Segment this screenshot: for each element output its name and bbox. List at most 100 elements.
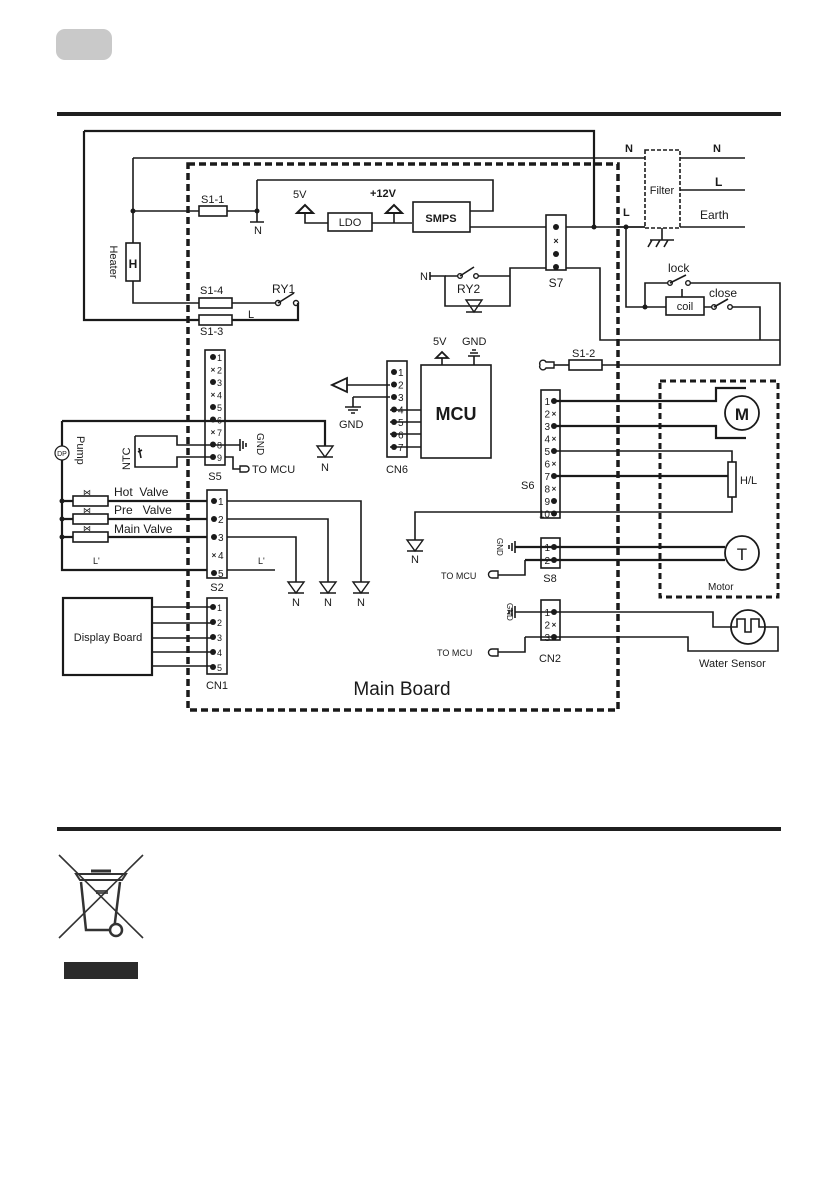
vcc-5v-icon xyxy=(294,203,316,214)
pump-wire xyxy=(62,419,327,446)
junction xyxy=(591,224,597,230)
triac-icon xyxy=(315,445,335,459)
cn2-label: CN2 xyxy=(539,653,561,665)
relay-contact xyxy=(685,280,692,287)
cn6-power-wires xyxy=(345,384,390,414)
pin-number: 4 xyxy=(544,435,550,446)
pump-dp-label: DP xyxy=(57,451,67,458)
ground-icon xyxy=(508,541,516,553)
cn2-mcu-wire xyxy=(498,637,526,653)
weee-bar xyxy=(64,962,138,979)
display-board-box xyxy=(61,596,154,677)
ry2-n-label: N xyxy=(420,271,428,283)
pin xyxy=(391,431,397,438)
cn1-wires xyxy=(152,606,212,667)
pin xyxy=(391,369,397,375)
main-valve-coil xyxy=(72,531,109,543)
pin-number: 1 xyxy=(544,543,550,554)
pin-number: 1 xyxy=(398,368,404,379)
pin xyxy=(211,516,217,522)
pin xyxy=(391,406,397,413)
pin xyxy=(553,224,559,230)
close-wire xyxy=(704,306,761,340)
pin xyxy=(211,570,217,576)
pin xyxy=(551,473,557,479)
l-prime-left: L' xyxy=(93,556,100,566)
pin-number: 3 xyxy=(544,633,550,644)
s5-mcu-wire xyxy=(225,456,240,470)
filter-box xyxy=(644,149,681,229)
pin-number: 5 xyxy=(398,418,404,429)
hl-wire xyxy=(414,450,733,540)
display-board-label: Display Board xyxy=(74,632,142,644)
ry2-wire xyxy=(429,267,546,307)
earth-label: Earth xyxy=(700,208,729,222)
heater-symbol: H xyxy=(129,257,138,271)
pin-number: 3 xyxy=(217,378,222,388)
s8-gnd-label: GND xyxy=(495,538,504,556)
pin-nc: × xyxy=(211,391,216,400)
ry1-label: RY1 xyxy=(272,282,295,296)
bottom-divider xyxy=(57,827,781,831)
cn6-mcu-wires xyxy=(390,409,421,448)
pump-label: Pump xyxy=(74,436,86,465)
hot-valve-label: Hot Valve xyxy=(114,485,169,499)
pin xyxy=(211,498,217,504)
pin-number: 1 xyxy=(217,603,222,613)
s1-4-label: S1-4 xyxy=(200,285,223,297)
heater-wire-bottom xyxy=(132,281,199,304)
pin xyxy=(551,498,557,504)
pin xyxy=(551,423,557,429)
valve-icon: ⋈ xyxy=(83,506,91,515)
motor-m-label: M xyxy=(735,405,749,424)
vcc-icon xyxy=(329,376,348,394)
mcu-label: MCU xyxy=(436,404,477,424)
triac-n-label: N xyxy=(324,597,332,609)
plug-icon xyxy=(538,359,555,371)
fuse-s1-2 xyxy=(568,359,603,371)
pump-symbol xyxy=(54,445,70,461)
ry1-switch xyxy=(277,292,295,304)
cn1-label: CN1 xyxy=(206,680,228,692)
s8-to-mcu-label: TO MCU xyxy=(441,571,476,581)
pin-nc: × xyxy=(552,460,557,469)
pin-nc: × xyxy=(211,366,216,375)
l-label: L xyxy=(248,309,254,321)
s8-mcu-wire xyxy=(498,560,526,576)
main-board-outline xyxy=(186,162,620,712)
triac-n-label: N xyxy=(292,597,300,609)
valve-icon: ⋈ xyxy=(83,488,91,497)
pin xyxy=(553,264,559,270)
pin-number: 5 xyxy=(218,569,224,580)
mcu-box xyxy=(420,364,492,459)
pin xyxy=(210,604,216,610)
s1-2-label: S1-2 xyxy=(572,348,595,360)
pin-number: 4 xyxy=(398,406,404,417)
triac-icon xyxy=(464,299,484,314)
pin-number: 4 xyxy=(217,648,222,658)
triac-icon xyxy=(351,581,371,595)
relay-contact xyxy=(274,299,282,307)
cn2-gnd-label: GND xyxy=(505,603,514,621)
connector-cn6 xyxy=(386,360,408,458)
relay-contact xyxy=(667,280,674,287)
ntc-resistor-icon xyxy=(137,447,143,459)
pin-nc: × xyxy=(552,410,557,419)
pin-nc: × xyxy=(553,236,558,246)
pin xyxy=(210,664,216,670)
triac-icon xyxy=(405,539,425,553)
motor-m-wires xyxy=(555,386,746,440)
close-label: close xyxy=(709,286,737,300)
fuse-s1-4 xyxy=(198,297,233,309)
motor-outline xyxy=(658,379,780,599)
s5-gnd-label: GND xyxy=(254,433,265,455)
triac-n-label: N xyxy=(411,554,419,566)
s5-label: S5 xyxy=(208,471,221,483)
cn2-to-mcu-label: TO MCU xyxy=(437,648,472,658)
pin xyxy=(210,634,216,640)
pin-number: 7 xyxy=(217,428,222,438)
pin xyxy=(391,444,397,450)
earth-icon xyxy=(647,228,674,248)
